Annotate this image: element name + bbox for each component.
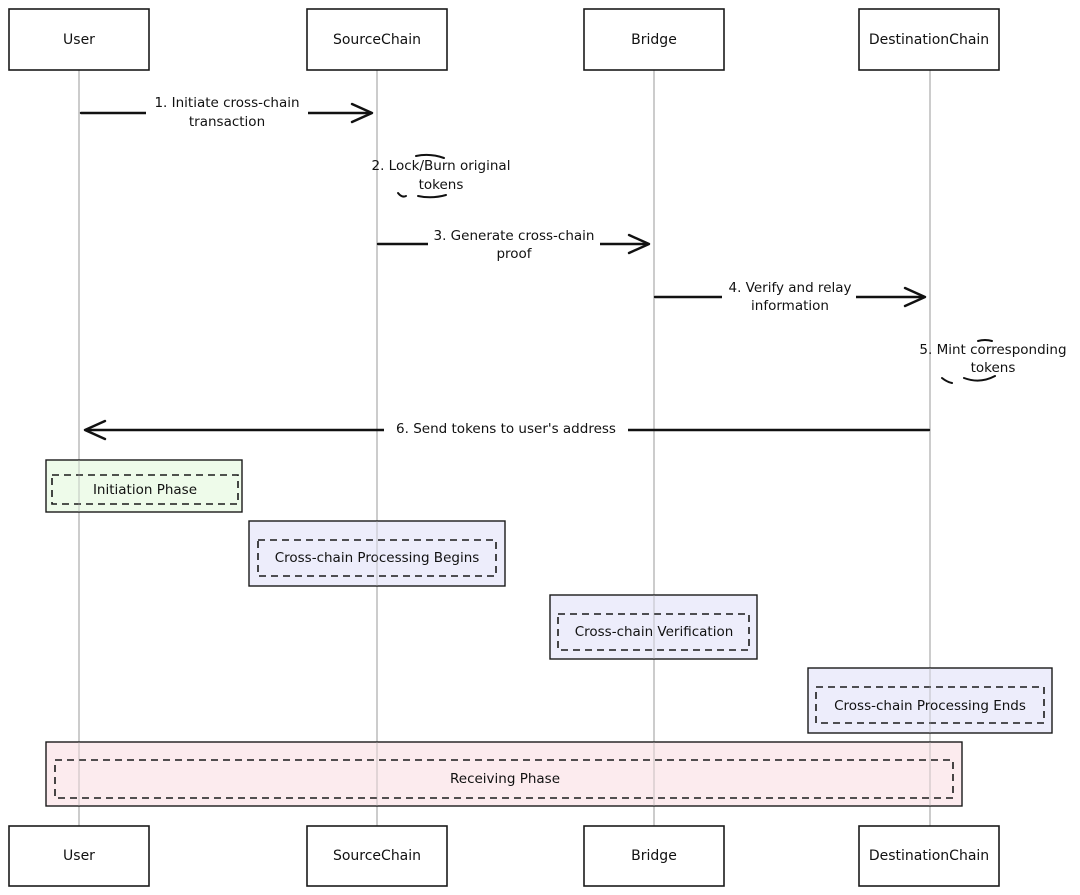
message-label-line: information [751, 298, 829, 314]
actor-label: DestinationChain [869, 32, 989, 48]
actor-label: User [63, 848, 95, 864]
message-5: 5. Mint corresponding tokens [919, 339, 1067, 384]
message-label-line: 3. Generate cross-chain [434, 228, 595, 244]
actor-bridge-top[interactable]: Bridge [583, 8, 725, 71]
message-1: 1. Initiate cross-chain transaction [79, 92, 374, 132]
message-label-line: tokens [419, 177, 464, 193]
actor-label: Bridge [631, 32, 677, 48]
arrow-head-icon [350, 102, 374, 124]
actor-label: User [63, 32, 95, 48]
arrow-head-icon [627, 233, 651, 255]
message-label-line: proof [496, 246, 532, 262]
arrow-head-icon [83, 419, 107, 441]
lifelines-overlay [78, 460, 931, 806]
message-label-line: 1. Initiate cross-chain [154, 95, 299, 111]
self-call-scribble [941, 339, 996, 384]
actor-user-top[interactable]: User [8, 8, 150, 71]
actor-label: SourceChain [333, 32, 421, 48]
message-label-line: transaction [189, 114, 265, 130]
actor-label: Bridge [631, 848, 677, 864]
message-2: 2. Lock/Burn original tokens [372, 153, 511, 199]
message-label-line: 2. Lock/Burn original [372, 158, 511, 174]
arrow-head-icon [903, 286, 927, 308]
note-box [45, 741, 963, 807]
note-label: Receiving Phase [450, 771, 560, 787]
message-label-line: tokens [971, 360, 1016, 376]
note-initiation-phase: Initiation Phase [45, 459, 243, 513]
message-4: 4. Verify and relay information [653, 278, 927, 316]
note-receiving-phase: Receiving Phase [45, 741, 963, 807]
actor-bridge-bottom[interactable]: Bridge [583, 825, 725, 887]
actors-bottom: User SourceChain Bridge DestinationChain [8, 825, 1000, 887]
message-label-line: 4. Verify and relay [728, 280, 851, 296]
actor-sourcechain-bottom[interactable]: SourceChain [306, 825, 448, 887]
actor-sourcechain-top[interactable]: SourceChain [306, 8, 448, 71]
actor-user-bottom[interactable]: User [8, 825, 150, 887]
message-3: 3. Generate cross-chain proof [376, 226, 651, 264]
actor-destinationchain-top[interactable]: DestinationChain [858, 8, 1000, 71]
message-6: 6. Send tokens to user's address [83, 419, 931, 441]
actors-top: User SourceChain Bridge DestinationChain [8, 8, 1000, 71]
self-call-scribble [397, 153, 447, 199]
note-label: Initiation Phase [93, 482, 197, 498]
actor-destinationchain-bottom[interactable]: DestinationChain [858, 825, 1000, 887]
actor-label: DestinationChain [869, 848, 989, 864]
message-label-line: 6. Send tokens to user's address [396, 421, 616, 437]
lifelines [78, 70, 931, 826]
message-label-line: 5. Mint corresponding [919, 342, 1066, 358]
actor-label: SourceChain [333, 848, 421, 864]
